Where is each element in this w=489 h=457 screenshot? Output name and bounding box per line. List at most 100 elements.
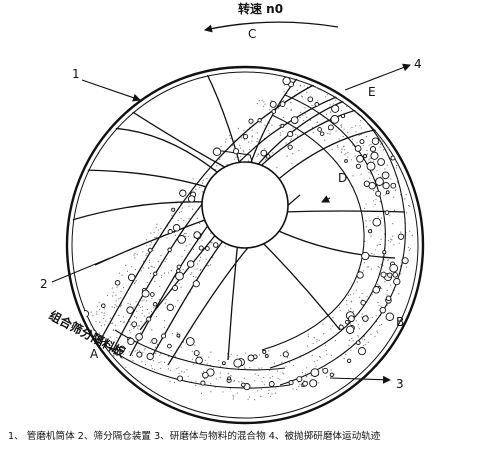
stipple-dot <box>310 375 312 377</box>
stipple-dot <box>146 253 148 255</box>
stipple-dot <box>181 370 183 372</box>
stipple-dot <box>364 339 366 341</box>
stipple-dot <box>338 138 340 140</box>
stipple-dot <box>292 127 294 129</box>
grinding-ball <box>118 345 126 352</box>
grinding-ball <box>167 343 172 349</box>
grinding-ball <box>382 181 390 190</box>
stipple-dot <box>361 313 363 315</box>
stipple-dot <box>249 396 251 398</box>
stipple-dot <box>180 346 182 348</box>
stipple-dot <box>243 377 245 379</box>
stipple-dot <box>390 178 392 180</box>
grinding-ball <box>361 251 370 261</box>
stipple-dot <box>373 253 375 255</box>
stipple-dot <box>307 335 309 337</box>
stipple-dot <box>296 388 298 391</box>
stipple-dot <box>265 159 267 161</box>
stipple-dot <box>380 323 383 325</box>
stipple-dot <box>323 333 325 335</box>
stipple-dot <box>319 356 322 358</box>
grinding-ball <box>146 316 152 322</box>
stipple-dot <box>220 146 222 148</box>
stipple-dot <box>386 289 388 292</box>
stipple-dot <box>301 95 303 97</box>
stipple-dot <box>119 367 121 369</box>
stipple-dot <box>295 133 297 136</box>
stipple-dot <box>321 368 324 370</box>
stipple-dot <box>191 350 193 352</box>
stipple-dot <box>163 326 165 328</box>
stipple-dot <box>311 354 313 356</box>
stipple-dot <box>378 173 380 175</box>
stipple-dot <box>171 333 174 335</box>
stipple-dot <box>224 246 226 248</box>
stipple-dot <box>160 274 163 276</box>
stipple-dot <box>71 343 72 345</box>
stipple-dot <box>318 339 320 341</box>
stipple-dot <box>80 346 82 348</box>
stipple-dot <box>368 144 370 146</box>
stipple-dot <box>145 239 148 241</box>
stipple-dot <box>329 133 331 135</box>
stipple-dot <box>235 156 237 158</box>
stipple-dot <box>334 340 337 342</box>
stipple-dot <box>307 333 309 335</box>
stipple-dot <box>343 358 345 360</box>
stipple-dot <box>227 372 229 375</box>
stipple-dot <box>268 389 270 391</box>
grinding-ball <box>127 273 136 282</box>
stipple-dot <box>139 306 142 309</box>
stipple-dot <box>133 306 135 308</box>
stipple-dot <box>358 328 361 330</box>
grinding-ball <box>319 131 325 136</box>
stipple-dot <box>135 317 137 319</box>
stipple-dot <box>377 266 379 268</box>
grinding-ball <box>152 302 158 307</box>
rotation-arrow-icon <box>204 21 339 33</box>
grinding-ball <box>126 306 134 314</box>
grinding-ball <box>149 292 155 297</box>
stipple-dot <box>219 158 221 160</box>
stipple-dot <box>409 230 411 232</box>
stipple-dot <box>386 164 388 166</box>
stipple-dot <box>176 368 178 370</box>
stipple-dot <box>123 321 125 323</box>
grinding-ball <box>302 380 308 387</box>
stipple-dot <box>261 381 263 383</box>
stipple-dot <box>314 361 316 363</box>
stipple-dot <box>361 316 363 318</box>
stipple-dot <box>268 350 270 352</box>
stipple-dot <box>78 355 80 357</box>
stipple-dot <box>219 372 221 374</box>
stipple-dot <box>365 203 367 205</box>
stipple-dot <box>316 359 318 361</box>
stipple-dot <box>349 105 351 107</box>
stipple-dot <box>197 263 199 265</box>
stipple-dot <box>380 143 382 145</box>
stipple-dot <box>285 142 287 144</box>
stipple-dot <box>150 311 153 313</box>
stipple-dot <box>350 301 352 303</box>
stipple-dot <box>192 178 194 180</box>
grinding-ball <box>370 151 379 160</box>
stipple-dot <box>206 178 208 180</box>
stipple-dot <box>239 144 241 146</box>
stipple-dot <box>346 105 348 108</box>
stipple-dot <box>151 329 153 331</box>
grinding-ball <box>356 271 364 279</box>
grinding-ball <box>369 146 377 153</box>
grinding-ball <box>397 233 405 240</box>
grinding-ball <box>167 229 173 235</box>
stipple-dot <box>248 141 250 143</box>
stipple-dot <box>299 383 301 385</box>
grinding-ball <box>296 376 303 383</box>
stipple-dot <box>74 359 76 361</box>
stipple-dot <box>366 295 368 297</box>
stipple-dot <box>279 379 281 381</box>
stipple-dot <box>264 103 266 105</box>
grinding-ball <box>381 171 390 180</box>
stipple-dot <box>345 152 347 154</box>
stipple-dot <box>130 332 132 334</box>
stipple-dot <box>199 187 201 189</box>
